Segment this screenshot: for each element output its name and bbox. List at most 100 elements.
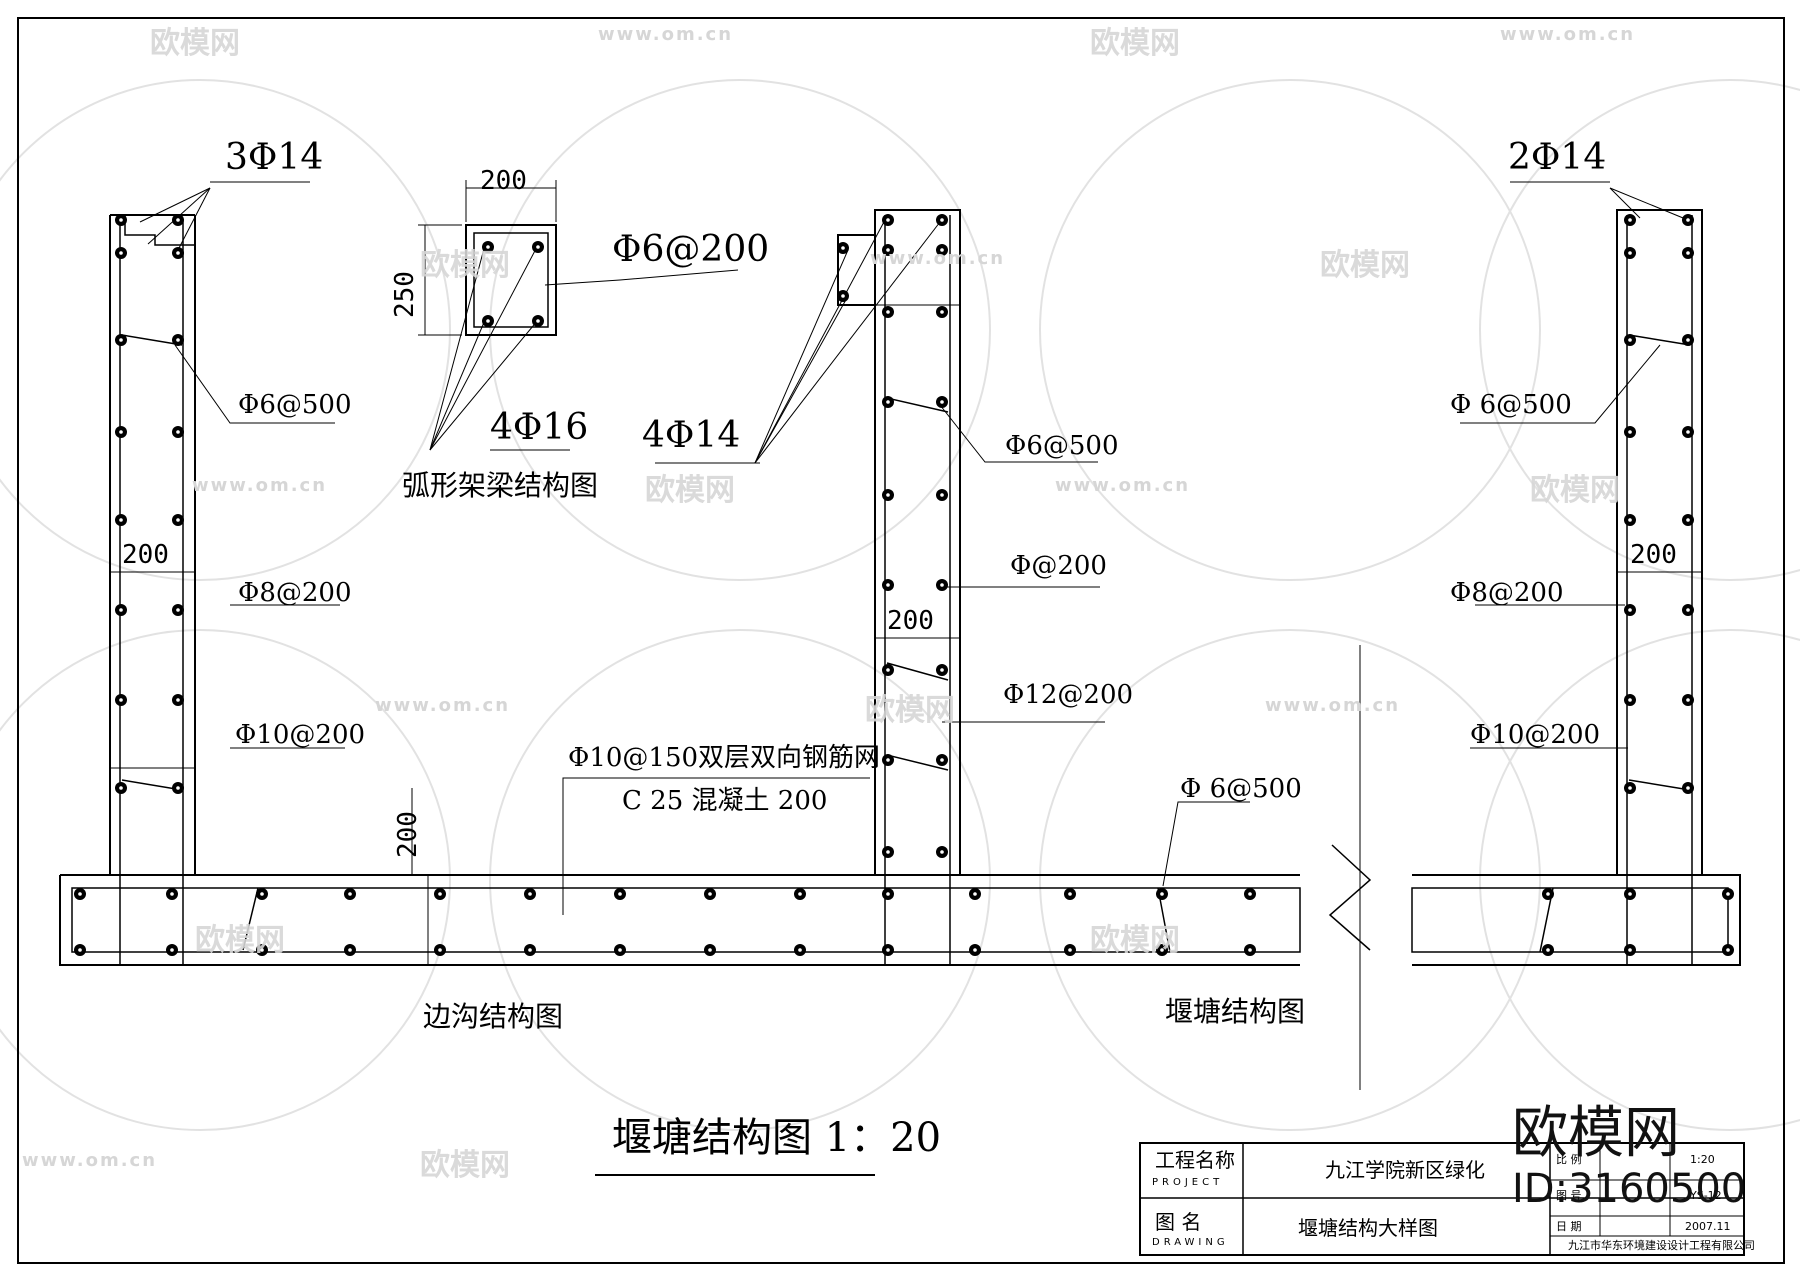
caption-left: 边沟结构图	[423, 1000, 564, 1033]
leader-lines	[139, 181, 1689, 1176]
rebar-dot-core	[438, 892, 442, 896]
rebar-dot-core	[119, 698, 123, 702]
watermark-brand: 欧模网	[865, 693, 955, 728]
rebar-dot-core	[886, 758, 890, 762]
rebar-dot-core	[798, 948, 802, 952]
watermark-brand: 欧模网	[150, 26, 240, 61]
watermark-url: www.om.cn	[1055, 475, 1191, 496]
rebar-dot-core	[176, 430, 180, 434]
rebar-dot-core	[886, 892, 890, 896]
rebar-dot-core	[1628, 251, 1632, 255]
rebar-dot-core	[78, 948, 82, 952]
rebar-dot-core	[1068, 892, 1072, 896]
mid-top-bars-label: 4Φ14	[642, 415, 741, 456]
left-wall-section	[109, 214, 196, 965]
rebar-dot-core	[119, 430, 123, 434]
rebar-dot-core	[176, 786, 180, 790]
rebar-dot-core	[176, 251, 180, 255]
rebar-dot-core	[973, 892, 977, 896]
rebar-dot-core	[1686, 608, 1690, 612]
rebar-dot-core	[1628, 338, 1632, 342]
left-wall-thickness-dim: 200	[122, 540, 169, 570]
rebar-dot-core	[940, 218, 944, 222]
rebar-dot-core	[973, 948, 977, 952]
rebar-dot-core	[886, 218, 890, 222]
title-block-frame	[1139, 1142, 1745, 1256]
rebar-dot-core	[176, 608, 180, 612]
caption-right: 堰塘结构图	[1165, 995, 1306, 1028]
rebar-dot-core	[486, 245, 490, 249]
drawing-border	[17, 17, 1785, 1264]
rebar-dot-core	[886, 248, 890, 252]
rebar-dot-core	[176, 518, 180, 522]
tb-drawing-name: 堰塘结构大样图	[1298, 1216, 1438, 1240]
bottom-slab-section	[59, 645, 1741, 1090]
watermark-url: www.om.cn	[1500, 24, 1636, 45]
rebar-dot-core	[119, 251, 123, 255]
rebar-dot-core	[170, 948, 174, 952]
rebar-dot-core	[119, 218, 123, 222]
rebar-dot-core	[1628, 608, 1632, 612]
rebar-dot-core	[940, 850, 944, 854]
tb-date-label: 日 期	[1556, 1220, 1582, 1233]
watermark-brand: 欧模网	[1090, 26, 1180, 61]
beam-caption: 弧形架梁结构图	[402, 469, 599, 502]
beam-bars-label: 4Φ16	[490, 407, 589, 448]
rebar-dot-core	[618, 948, 622, 952]
rebar-dot-core	[119, 518, 123, 522]
rebar-dot-core	[841, 246, 845, 250]
tb-number-value: YS-12	[1690, 1189, 1722, 1202]
rebar-dot-core	[119, 608, 123, 612]
rebar-dot-core	[940, 668, 944, 672]
brand-id: ID:3160500	[1512, 1166, 1747, 1212]
left-stirrup-label: Φ6@500	[238, 390, 352, 420]
rebar-dot-core	[348, 948, 352, 952]
rebar-dot-core	[1628, 218, 1632, 222]
brand-logo-text: 欧模网	[1512, 1101, 1680, 1166]
rebar-dot-core	[1726, 948, 1730, 952]
rebar-dot-core	[940, 400, 944, 404]
mid-stirrup-label: Φ6@500	[1005, 431, 1119, 461]
rebar-dot-core	[708, 892, 712, 896]
rebar-dot-core	[1726, 892, 1730, 896]
rebar-dot-core	[536, 319, 540, 323]
rebar-dot-core	[1160, 948, 1164, 952]
right-top-bars-label: 2Φ14	[1508, 137, 1607, 178]
rebar-dot-core	[1068, 948, 1072, 952]
rebar-dot-core	[176, 698, 180, 702]
rebar-dot-core	[886, 493, 890, 497]
rebar-dot-core	[1628, 948, 1632, 952]
rebar-dot-core	[618, 892, 622, 896]
rebar-dot-core	[119, 786, 123, 790]
rebar-dot-core	[1686, 251, 1690, 255]
tb-scale-label: 比 例	[1556, 1153, 1582, 1166]
rebar-dot-core	[170, 892, 174, 896]
rebar-dot-core	[940, 248, 944, 252]
rebar-dot-core	[119, 338, 123, 342]
main-title: 堰塘结构图 1：20	[612, 1115, 942, 1161]
rebar-dot-core	[1628, 518, 1632, 522]
watermark-brand: 欧模网	[1090, 923, 1180, 958]
rebar-dot-core	[1160, 892, 1164, 896]
watermark-brand: 欧模网	[645, 473, 735, 508]
rebar-dot-core	[176, 218, 180, 222]
beam-width-dim: 200	[480, 166, 527, 196]
watermark-url: www.om.cn	[192, 475, 328, 496]
dimension-lines	[110, 571, 1702, 876]
rebar-dot-core	[886, 400, 890, 404]
rebar-dot-core	[438, 948, 442, 952]
mid-bar-12-label: Φ12@200	[1003, 680, 1134, 710]
rebar-dot-core	[1628, 430, 1632, 434]
tb-drawing-label: 图 名	[1155, 1210, 1202, 1234]
rebar-dot-core	[260, 948, 264, 952]
rebar-dot-core	[1686, 338, 1690, 342]
rebar-dot-core	[1546, 948, 1550, 952]
rebar-dot-core	[886, 850, 890, 854]
mid-bar-200-label: Φ@200	[1010, 551, 1107, 581]
rebar-dot-core	[536, 245, 540, 249]
tb-company: 九江市华东环境建设设计工程有限公司	[1568, 1239, 1755, 1252]
rebar-dot-core	[1248, 948, 1252, 952]
stirrup-hooks	[121, 334, 1691, 953]
watermark-brand: 欧模网	[420, 248, 510, 283]
